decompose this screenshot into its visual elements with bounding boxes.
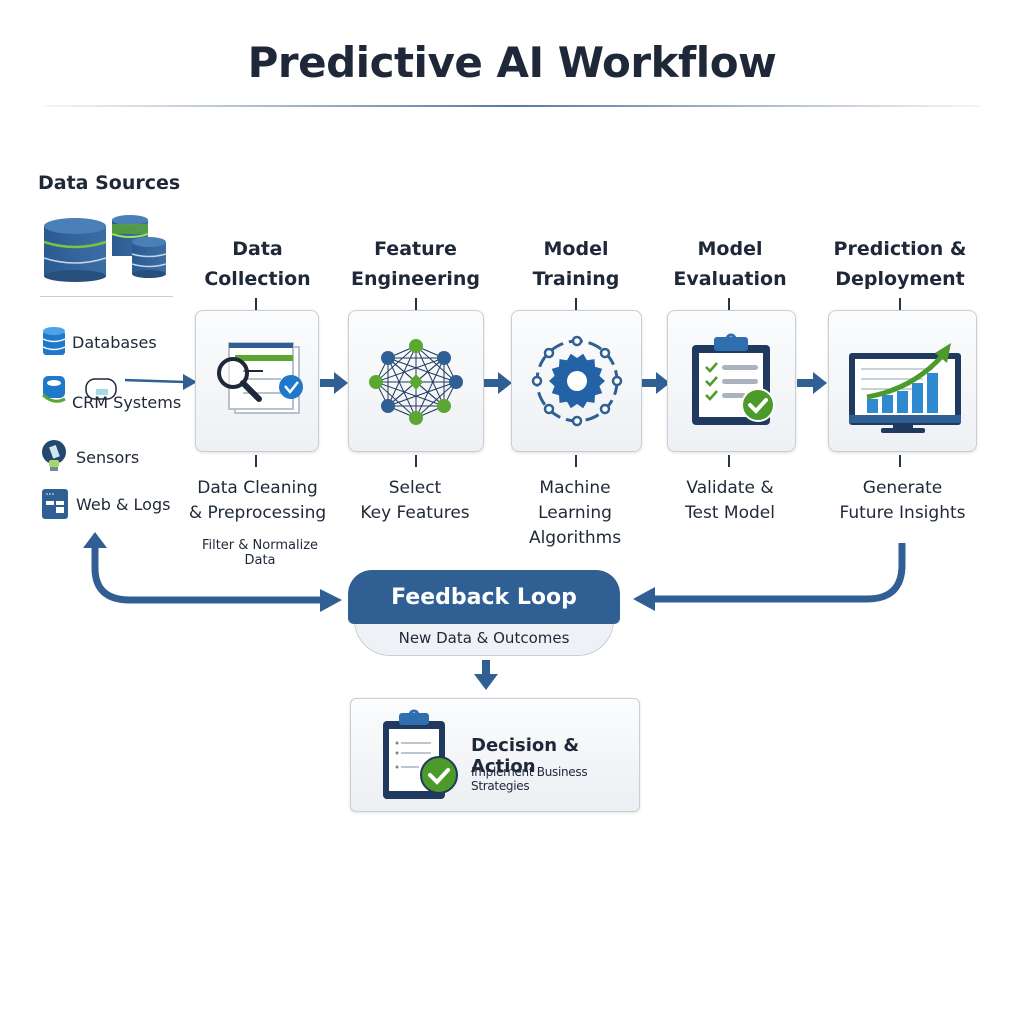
network-node — [409, 339, 423, 353]
network-edge — [415, 345, 457, 383]
circuit-node — [599, 403, 610, 415]
step-data-collection: Data Collection — [195, 234, 320, 294]
arrow-right-icon — [125, 374, 197, 390]
monitor-chart-icon — [848, 342, 961, 433]
data-source-label: CRM Systems — [72, 392, 182, 412]
feedback-subtitle: New Data & Outcomes — [354, 620, 614, 656]
page-title: Predictive AI Workflow — [247, 38, 777, 87]
decision-title: Decision & Action — [471, 735, 580, 777]
connector-tick — [728, 455, 730, 467]
step-description: Validate & Test Model — [685, 478, 775, 523]
step-box-model-training[interactable] — [511, 310, 642, 452]
network-node — [409, 411, 423, 425]
network-edge — [375, 345, 417, 383]
feedback-arrow-right — [633, 543, 906, 611]
gear-hole — [566, 371, 587, 391]
circuit-node — [571, 335, 582, 347]
network-edge — [375, 381, 445, 407]
network-nodes-icon — [369, 339, 463, 425]
connector-tick — [415, 455, 417, 467]
connector-tick — [728, 298, 730, 310]
connector-tick — [899, 455, 901, 467]
arrow-right-icon — [642, 372, 670, 394]
sensor-icon — [42, 440, 66, 471]
network-node — [437, 351, 451, 365]
clipboard-check-icon — [383, 709, 458, 799]
connector-tick — [255, 298, 257, 310]
network-edge — [387, 345, 417, 407]
data-source-label: Sensors — [76, 447, 140, 467]
step-heading: Feature Engineering — [351, 238, 480, 290]
step-heading: Model Evaluation — [673, 238, 787, 290]
network-node — [437, 399, 451, 413]
gear-icon — [531, 335, 622, 427]
circuit-node — [543, 403, 554, 415]
web-logs-icon — [42, 489, 68, 519]
magnifier-document-icon — [217, 342, 303, 414]
network-edge — [375, 357, 445, 383]
decision-action-box[interactable]: Decision & Action Implement Business Str… — [350, 698, 640, 812]
crm-icon — [41, 376, 117, 403]
step-description: Machine Learning Algorithms — [528, 478, 622, 548]
step-heading: Data Collection — [204, 238, 311, 290]
connector-tick — [575, 298, 577, 310]
connector-tick — [255, 455, 257, 467]
title-divider — [45, 105, 980, 107]
circuit-node — [543, 347, 554, 359]
network-edge — [415, 357, 445, 419]
arrow-right-icon — [797, 372, 827, 394]
connector-tick — [415, 298, 417, 310]
circuit-node — [611, 375, 622, 387]
decision-subtitle: Implement Business Strategies — [471, 765, 588, 793]
connector-tick — [899, 298, 901, 310]
database-icon — [42, 327, 66, 355]
data-source-sensors: Sensors — [40, 440, 139, 474]
arrow-right-icon — [484, 372, 512, 394]
step-note: Filter & Normalize Data — [201, 538, 319, 568]
network-node — [369, 375, 383, 389]
feedback-arrow-left — [83, 532, 342, 612]
data-source-label: Databases — [72, 332, 157, 352]
step-prediction-deployment: Prediction & Deployment — [820, 234, 980, 294]
feedback-title: Feedback Loop — [348, 570, 620, 624]
feedback-loop[interactable]: New Data & Outcomes Feedback Loop — [348, 570, 620, 656]
network-edge — [387, 381, 457, 407]
circuit-node — [599, 347, 610, 359]
data-source-databases: Databases — [40, 325, 157, 359]
step-heading: Prediction & Deployment — [833, 238, 967, 290]
step-model-evaluation: Model Evaluation — [665, 234, 795, 294]
circuit-node — [531, 375, 542, 387]
arrow-right-icon — [320, 372, 348, 394]
step-box-prediction-deployment[interactable] — [828, 310, 977, 452]
network-edge — [415, 345, 445, 407]
network-node — [381, 351, 395, 365]
circuit-node — [571, 415, 582, 427]
step-description: Select Key Features — [360, 478, 470, 523]
step-box-feature-engineering[interactable] — [348, 310, 484, 452]
connector-tick — [575, 455, 577, 467]
step-box-model-evaluation[interactable] — [667, 310, 796, 452]
step-model-training: Model Training — [511, 234, 641, 294]
network-edge — [387, 357, 417, 419]
network-edge — [387, 357, 457, 383]
network-node — [449, 375, 463, 389]
clipboard-check-icon — [691, 333, 775, 425]
data-sources-title: Data Sources — [38, 172, 181, 194]
arrow-down-icon — [474, 660, 498, 690]
data-source-label: Web & Logs — [76, 494, 171, 514]
step-heading: Model Training — [532, 238, 620, 290]
network-core — [409, 374, 423, 390]
data-source-crm: CRM Systems — [40, 376, 182, 412]
step-description: Generate Future Insights — [839, 478, 966, 523]
step-feature-engineering: Feature Engineering — [348, 234, 483, 294]
data-sources-divider — [40, 296, 173, 297]
step-description: Data Cleaning & Preprocessing — [188, 478, 327, 523]
network-node — [381, 399, 395, 413]
network-edge — [375, 381, 417, 419]
data-source-web-logs: Web & Logs — [40, 487, 170, 521]
network-edge — [415, 381, 457, 419]
database-stack-icon — [43, 215, 167, 282]
step-box-data-collection[interactable] — [195, 310, 319, 452]
